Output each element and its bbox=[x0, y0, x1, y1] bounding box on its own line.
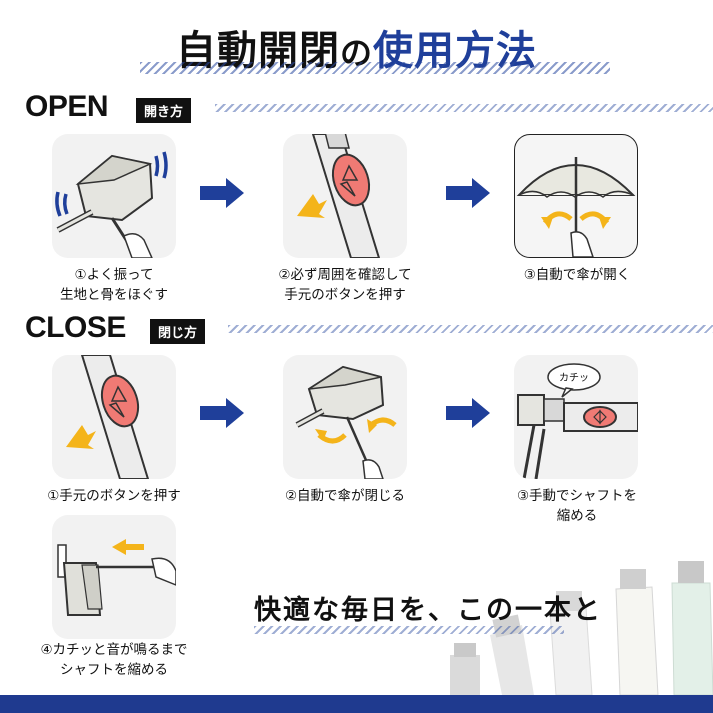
close-heading-stripe bbox=[228, 325, 713, 333]
close-step3-illustration: カチッ bbox=[514, 355, 638, 479]
open-arrow-1 bbox=[200, 178, 244, 208]
close-step2-caption: ②自動で傘が閉じる bbox=[284, 488, 406, 504]
open-step3-caption: ③自動で傘が開く bbox=[523, 267, 631, 283]
close-step1-illustration bbox=[52, 355, 176, 479]
close-step1-caption: ①手元のボタンを押す bbox=[47, 488, 181, 504]
umbrella-white-3 bbox=[549, 591, 593, 695]
open-step2-illustration bbox=[283, 134, 407, 258]
umbrella-mint-5 bbox=[671, 561, 713, 695]
close-step4-caption: ④カチッと音が鳴るまで シャフトを縮める bbox=[40, 642, 188, 678]
bottom-bar bbox=[0, 695, 713, 713]
close-arrow-2 bbox=[446, 398, 490, 428]
open-step1-illustration bbox=[52, 134, 176, 258]
open-heading: OPEN bbox=[25, 90, 109, 123]
umbrella-white-4 bbox=[615, 569, 659, 695]
close-heading: CLOSE bbox=[25, 311, 126, 344]
close-badge: 閉じ方 bbox=[150, 319, 206, 344]
open-heading-stripe bbox=[215, 104, 713, 112]
open-arrow-2 bbox=[446, 178, 490, 208]
umbrella-grey-2 bbox=[490, 614, 534, 695]
open-step2-caption: ②必ず周囲を確認して 手元のボタンを押す bbox=[278, 267, 412, 303]
open-step1-caption: ①よく振って 生地と骨をほぐす bbox=[60, 267, 168, 303]
open-step3-illustration bbox=[514, 134, 638, 258]
umbrella-product-row bbox=[430, 555, 713, 695]
speech-bubble-text: カチッ bbox=[559, 373, 589, 384]
open-badge: 開き方 bbox=[136, 98, 192, 123]
title-underline-stripe bbox=[140, 62, 610, 74]
slogan: 快適な毎日を、この一本と bbox=[254, 595, 602, 626]
close-step3-caption: ③手動でシャフトを 縮める bbox=[516, 488, 638, 524]
close-step4-illustration bbox=[52, 515, 176, 639]
close-step2-illustration bbox=[283, 355, 407, 479]
umbrella-grey-1 bbox=[450, 643, 480, 695]
slogan-stripe bbox=[254, 626, 564, 634]
close-arrow-1 bbox=[200, 398, 244, 428]
